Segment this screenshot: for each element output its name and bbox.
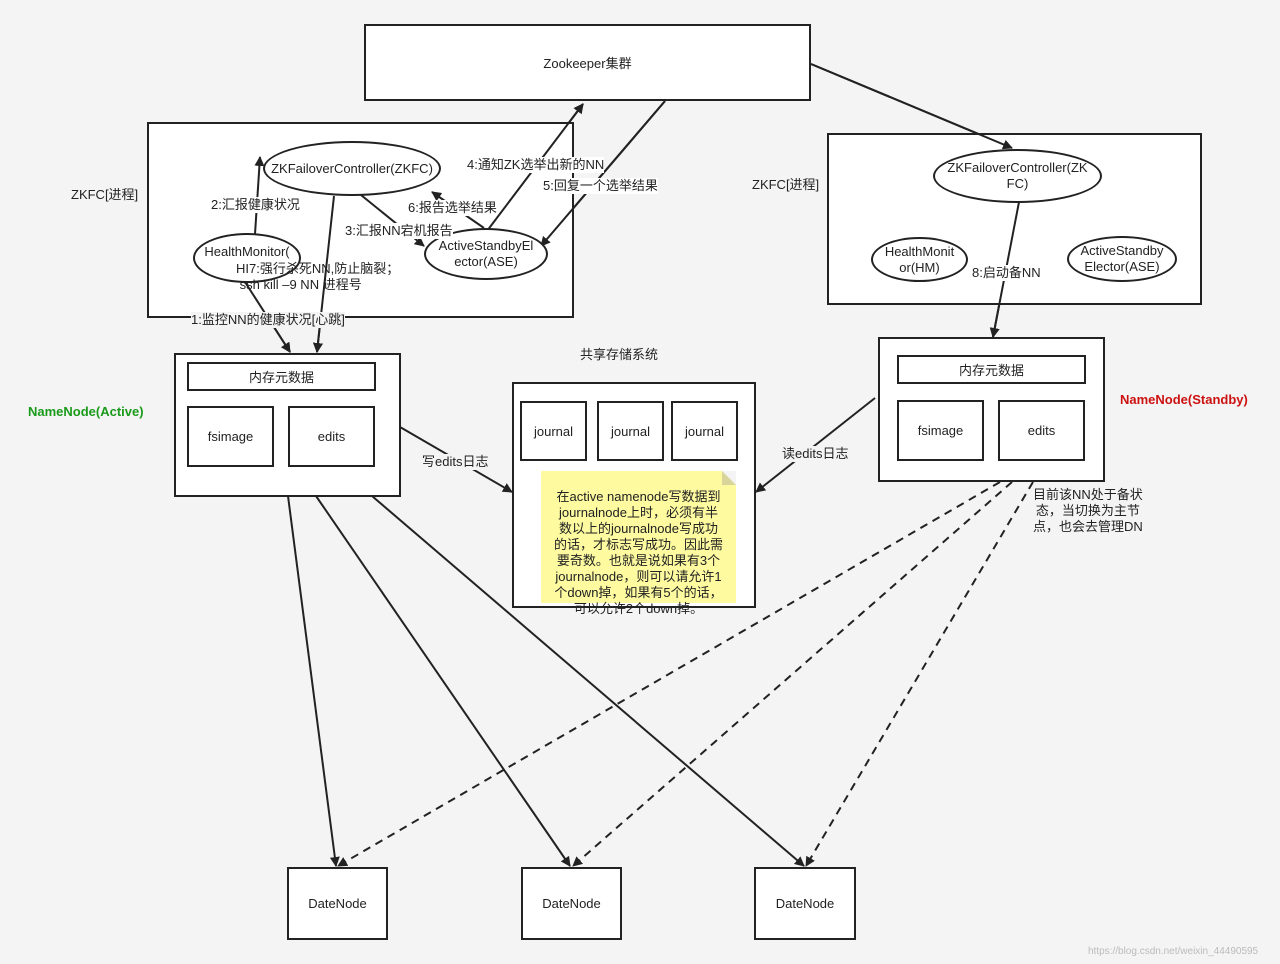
edge-2-inner: [254, 156, 265, 235]
journal-quorum-note-text: 在active namenode写数据到 journalnode上时，必须有半 …: [553, 489, 723, 616]
journal-node-2: journal: [597, 401, 664, 461]
zkfc-left-health-monitor-label: HealthMonitor(: [204, 244, 290, 259]
read-edits-label: 读edits日志: [782, 446, 849, 462]
datanode-1-label: DateNode: [308, 896, 367, 911]
journal-node-1-label: journal: [533, 423, 574, 439]
zkfc-right-health-monitor: HealthMonit or(HM): [871, 237, 968, 282]
watermark: https://blog.csdn.net/weixin_44490595: [1088, 946, 1259, 957]
nn-standby-memory-metadata: 内存元数据: [897, 355, 1086, 384]
shared-storage-title: 共享存储系统: [580, 347, 659, 362]
note-fold-corner: [722, 471, 736, 485]
datanode-1: DateNode: [287, 867, 388, 940]
edge-5-inner: [540, 100, 666, 247]
edge-standby-to-dn1: [337, 481, 1001, 867]
nn-standby-edits-label: edits: [1027, 423, 1056, 438]
edge-label-3: 3:汇报NN宕机报告: [345, 223, 453, 239]
nn-active-edits-label: edits: [317, 429, 346, 444]
zkfc-right-elector: ActiveStandby Elector(ASE): [1067, 236, 1177, 282]
nn-standby-fsimage-label: fsimage: [917, 423, 964, 438]
edge-standby-to-dn3: [805, 481, 1034, 867]
edge-label-7: HI7:强行杀死NN,防止脑裂； ssh kill –9 NN 进程号: [236, 261, 400, 292]
zkfc-left-controller: ZKFailoverController(ZKFC): [263, 141, 441, 196]
edge-zk-inner: [810, 63, 1013, 150]
zkfc-left-label: ZKFC[进程]: [71, 187, 139, 202]
zkfc-left-elector: ActiveStandbyEl ector(ASE): [424, 228, 548, 280]
zkfc-right-controller-label: ZKFailoverController(ZK FC): [947, 160, 1088, 191]
datanode-2: DateNode: [521, 867, 622, 940]
edge-active-to-dn2: [315, 495, 571, 867]
zkfc-right-health-monitor-label: HealthMonit or(HM): [884, 243, 955, 275]
nn-standby-note: 目前该NN处于备状 态，当切换为主节 点，也会去管理DN: [1033, 487, 1143, 534]
zookeeper-cluster: Zookeeper集群: [364, 24, 811, 101]
nn-standby-meta-label: 内存元数据: [958, 363, 1024, 378]
edge-label-4: 4:通知ZK选举出新的NN: [467, 157, 605, 173]
zkfc-right-elector-label: ActiveStandby Elector(ASE): [1080, 243, 1164, 274]
nn-standby-edits: edits: [998, 400, 1085, 461]
journal-quorum-note: 在active namenode写数据到 journalnode上时，必须有半 …: [541, 471, 736, 616]
journal-node-3: journal: [671, 401, 738, 461]
datanode-2-label: DateNode: [542, 896, 601, 911]
edge-active-to-dn1: [287, 495, 340, 867]
nn-standby-fsimage: fsimage: [897, 400, 984, 461]
write-edits-label: 写edits日志: [422, 454, 489, 470]
edge-label-2: 2:汇报健康状况: [211, 197, 300, 213]
nn-active-fsimage: fsimage: [187, 406, 274, 467]
edge-label-5: 5:回复一个选举结果: [543, 178, 658, 194]
nn-active-fsimage-label: fsimage: [207, 429, 254, 444]
nn-active-title: NameNode(Active): [28, 404, 144, 419]
edge-label-8: 8:启动备NN: [972, 265, 1041, 281]
nn-active-edits: edits: [288, 406, 375, 467]
zkfc-left-elector-label: ActiveStandbyEl ector(ASE): [438, 238, 534, 269]
zkfc-left-health-monitor: HealthMonitor(: [193, 233, 301, 283]
edge-label-6: 6:报告选举结果: [408, 200, 497, 216]
zkfc-right-controller: ZKFailoverController(ZK FC): [933, 149, 1102, 203]
edge-read-edits: [755, 397, 876, 493]
nn-active-meta-label: 内存元数据: [248, 370, 314, 385]
datanode-3-label: DateNode: [775, 896, 835, 911]
journal-node-2-label: journal: [610, 423, 651, 439]
nn-active-memory-metadata: 内存元数据: [187, 362, 376, 391]
datanode-3: DateNode: [754, 867, 856, 940]
edge-active-to-dn3: [371, 495, 805, 867]
zkfc-left-controller-label: ZKFailoverController(ZKFC): [271, 160, 433, 176]
journal-node-3-label: journal: [684, 423, 725, 439]
nn-standby-title: NameNode(Standby): [1120, 392, 1248, 407]
zkfc-right-label: ZKFC[进程]: [752, 177, 820, 192]
zookeeper-label: Zookeeper集群: [543, 56, 632, 71]
edge-label-1: 1:监控NN的健康状况[心跳]: [191, 312, 345, 328]
journal-node-1: journal: [520, 401, 587, 461]
